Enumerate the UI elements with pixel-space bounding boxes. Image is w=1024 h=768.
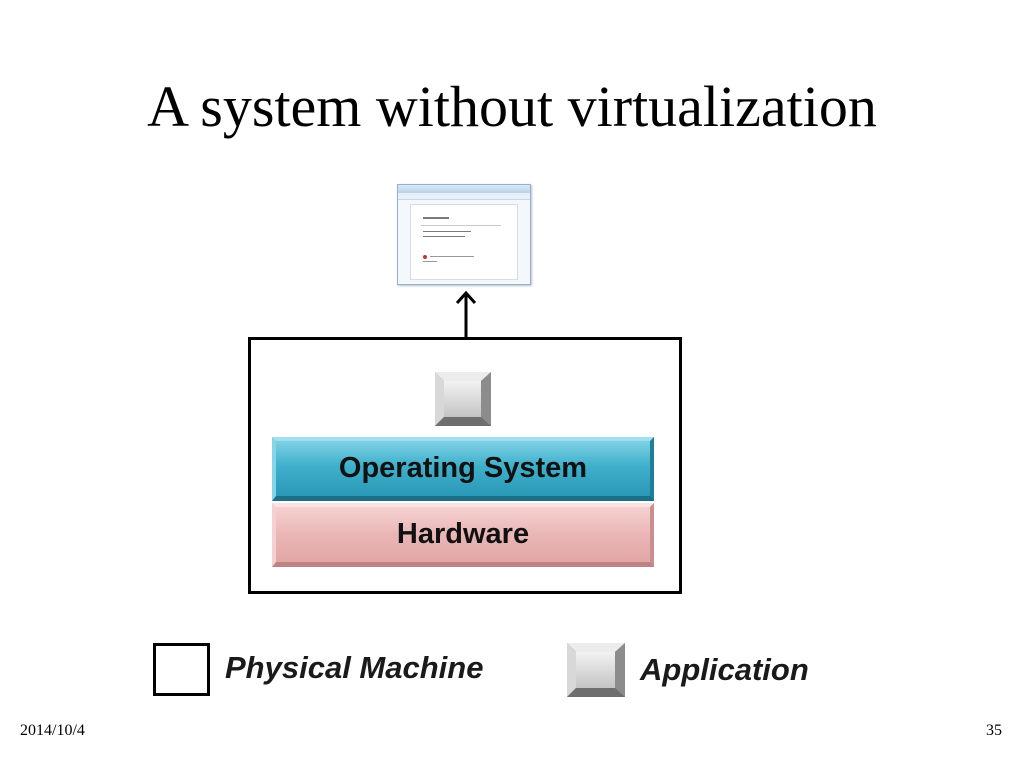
application-block-icon: [435, 372, 491, 426]
document-window-icon: [397, 184, 531, 285]
page-number: 35: [986, 722, 1002, 739]
footer-date: 2014/10/4: [20, 722, 85, 739]
slide-title: A system without virtualization: [147, 74, 877, 139]
operating-system-layer: Operating System: [272, 437, 654, 501]
doc-titlebar: [398, 185, 530, 193]
hardware-layer: Hardware: [272, 503, 654, 567]
doc-page: [410, 204, 518, 280]
doc-toolbar: [398, 193, 530, 200]
legend-application-swatch-icon: [567, 643, 625, 697]
legend-application-label: Application: [640, 652, 809, 687]
legend-physical-machine-swatch: [153, 643, 210, 696]
legend-physical-machine-label: Physical Machine: [225, 650, 484, 685]
